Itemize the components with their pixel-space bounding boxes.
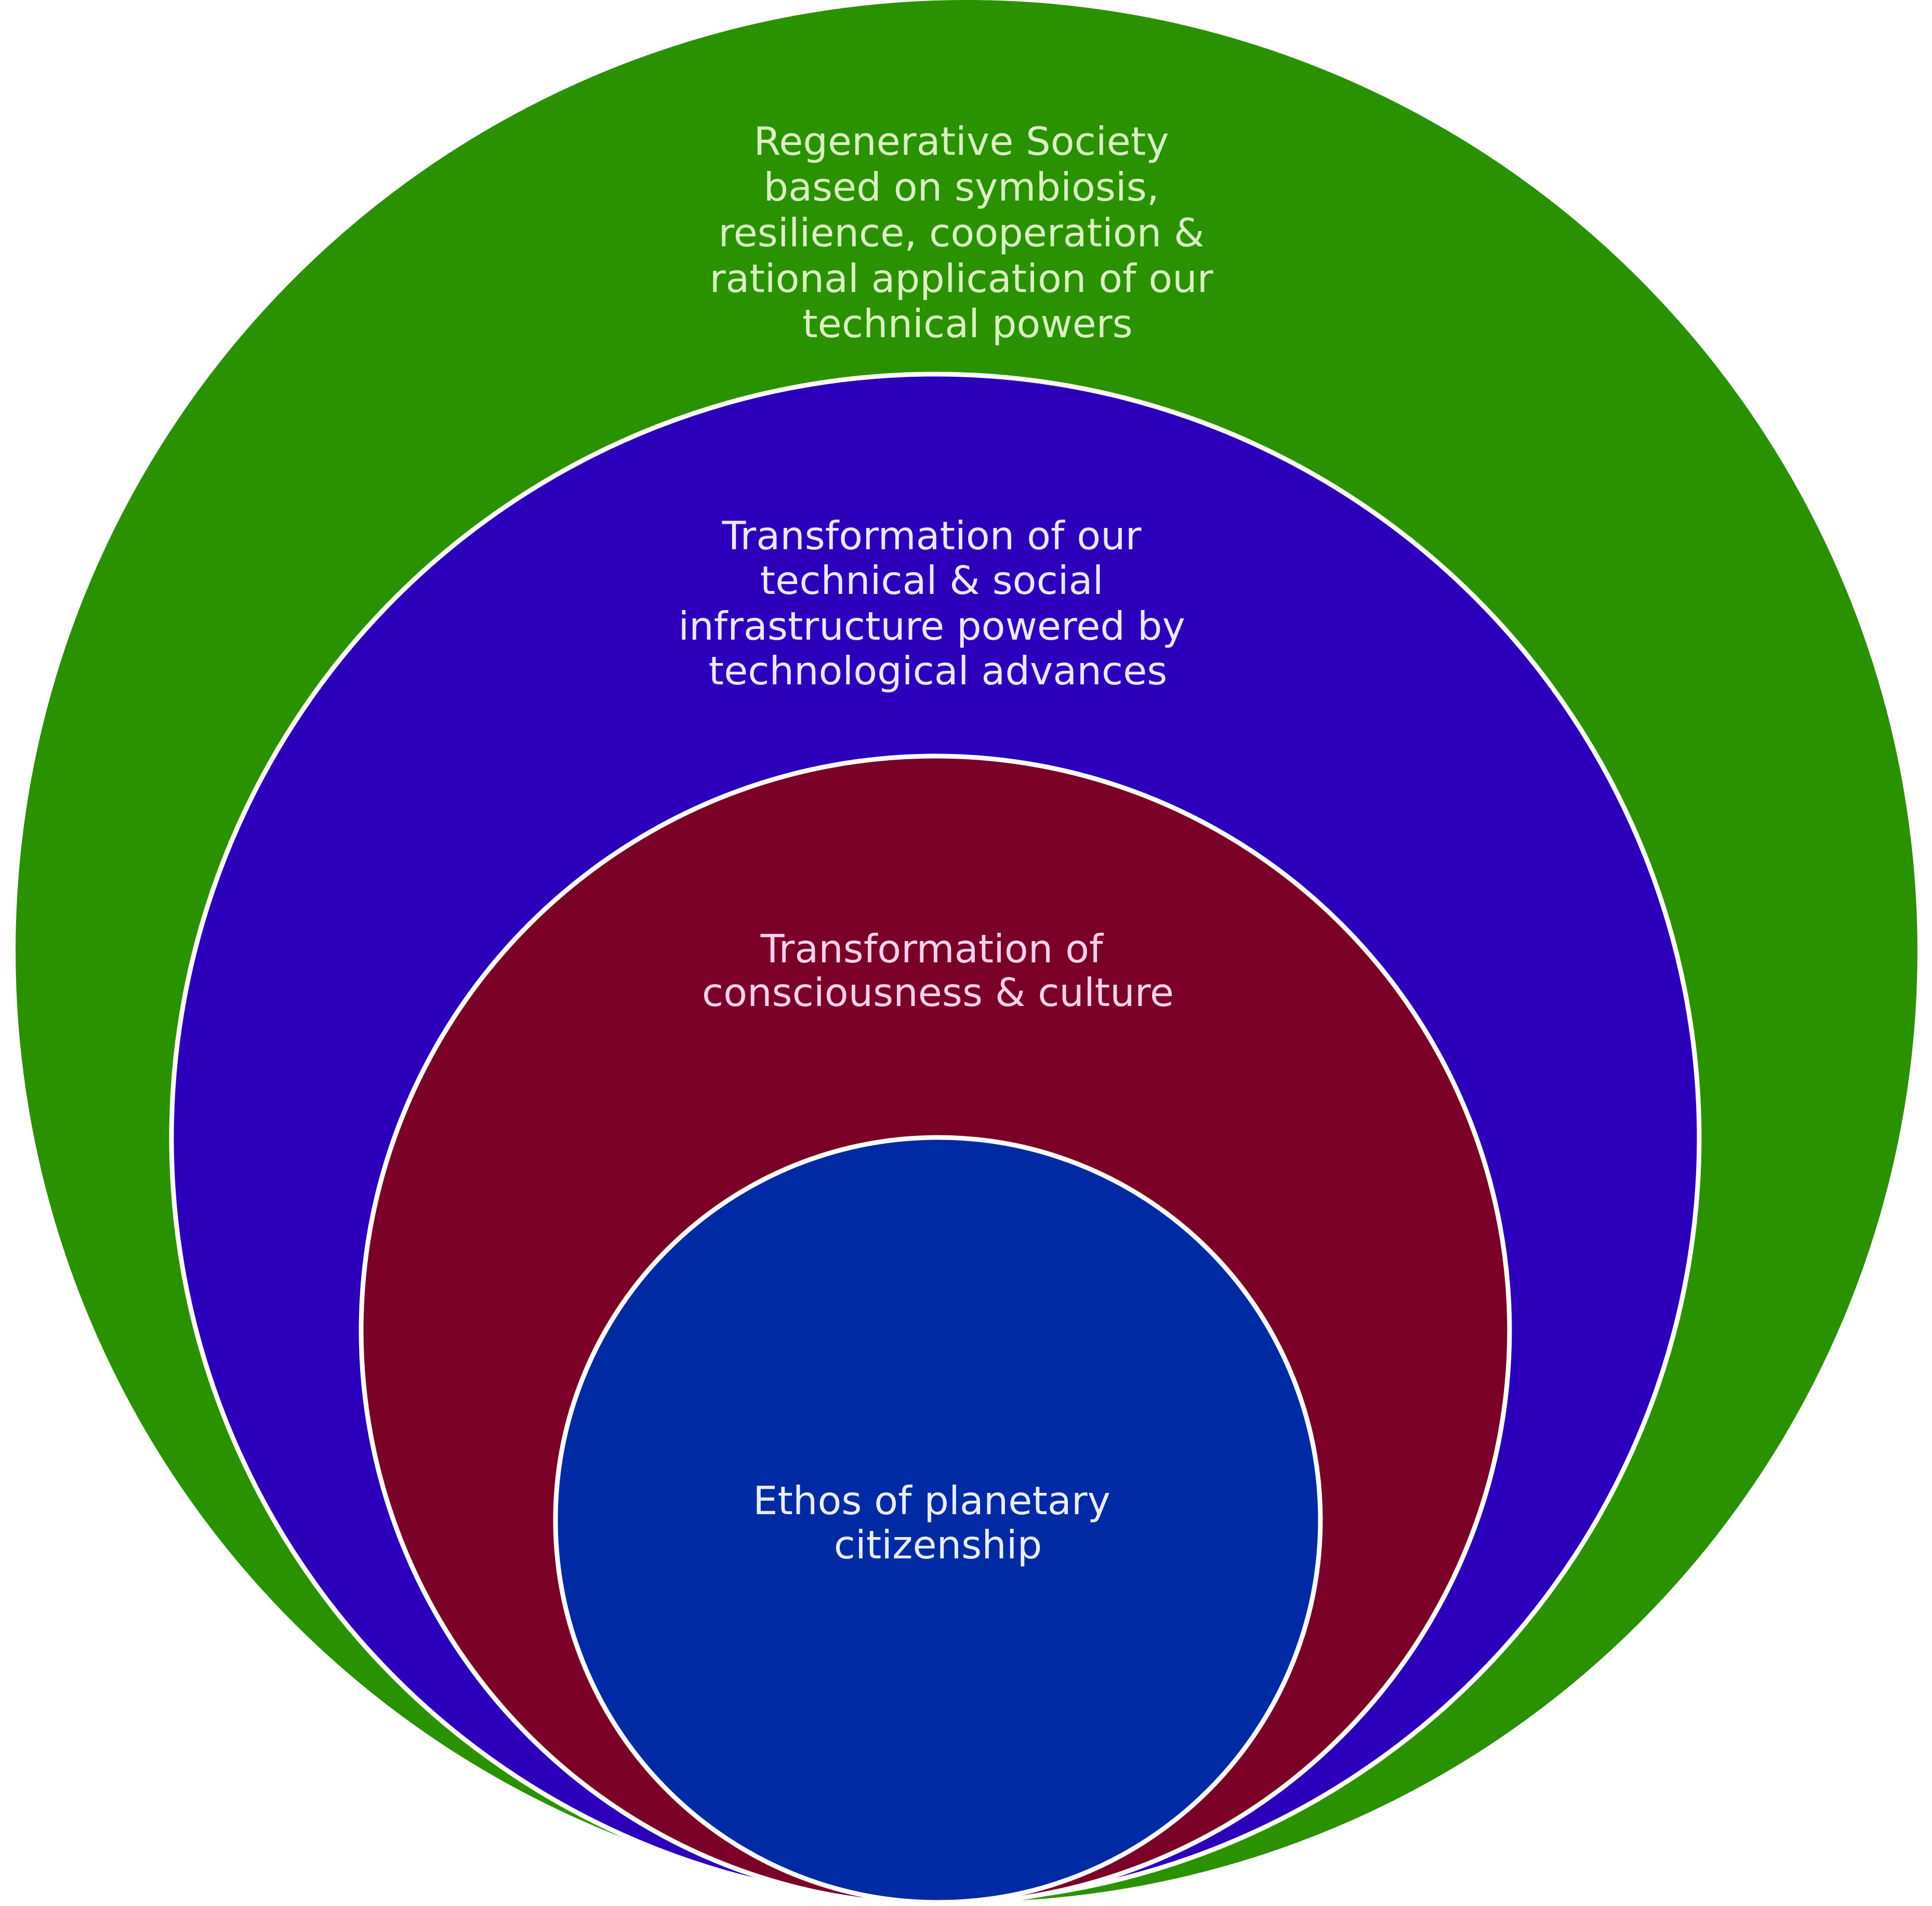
ring-regenerative-society-line-4: rational application of our bbox=[710, 256, 1213, 301]
ring-infrastructure-transformation-line-3: infrastructure powered by bbox=[678, 603, 1185, 649]
ring-planetary-citizenship-line-1: Ethos of planetary bbox=[753, 1478, 1110, 1524]
ring-regenerative-society-line-1: Regenerative Society bbox=[753, 118, 1169, 164]
ring-planetary-citizenship-label: Ethos of planetary citizenship bbox=[753, 1478, 1123, 1568]
ring-planetary-citizenship-line-2: citizenship bbox=[834, 1522, 1042, 1568]
ring-infrastructure-transformation-line-2: technical & social bbox=[760, 558, 1104, 603]
ring-regenerative-society-line-3: resilience, cooperation & bbox=[718, 210, 1204, 256]
ring-infrastructure-transformation-line-1: Transformation of our bbox=[722, 513, 1142, 559]
ring-consciousness-culture-label: Transformation of consciousness & cultur… bbox=[702, 926, 1174, 1015]
ring-planetary-citizenship-circle bbox=[553, 1135, 1323, 1905]
ring-regenerative-society-line-2: based on symbiosis, bbox=[763, 164, 1159, 210]
ring-regenerative-society-label: Regenerative Society based on symbiosis,… bbox=[710, 118, 1226, 347]
ring-regenerative-society-line-5: technical powers bbox=[802, 301, 1132, 347]
ring-consciousness-culture-line-1: Transformation of bbox=[760, 926, 1104, 972]
ring-infrastructure-transformation-label: Transformation of our technical & social… bbox=[678, 513, 1197, 694]
ring-consciousness-culture-line-2: consciousness & culture bbox=[702, 970, 1174, 1015]
ring-planetary-citizenship: Ethos of planetary citizenship bbox=[553, 1135, 1323, 1905]
ring-infrastructure-transformation-line-4: technological advances bbox=[709, 648, 1168, 694]
